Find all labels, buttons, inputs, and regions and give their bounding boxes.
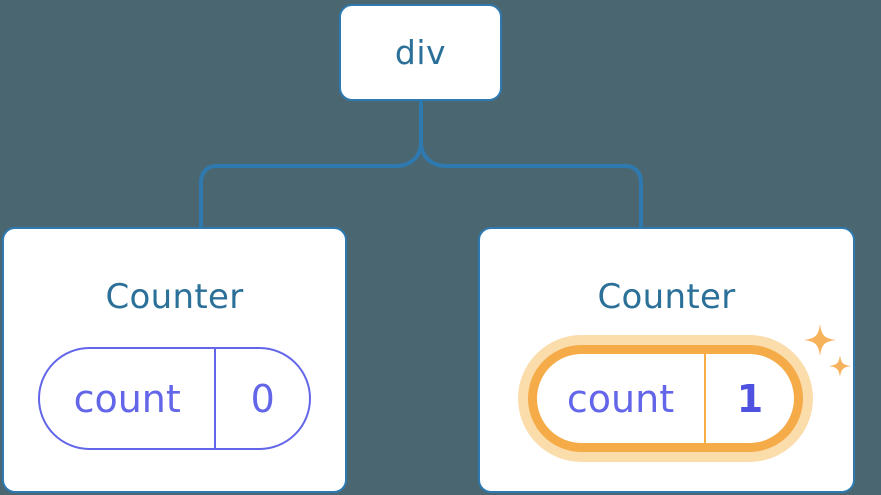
state-pill-glow: count 1: [518, 335, 813, 462]
tree-node-div[interactable]: div: [339, 4, 502, 101]
state-pill-ring: count 1: [528, 345, 803, 452]
state-pill-key: count: [73, 376, 181, 421]
state-pill-value: 1: [704, 354, 794, 443]
state-pill-count-left[interactable]: count 0: [38, 347, 311, 450]
component-card-title: Counter: [597, 277, 736, 317]
state-pill-value: 0: [214, 349, 309, 448]
state-pill-count-right-highlighted[interactable]: count 1: [518, 335, 813, 462]
component-card-title: Counter: [105, 277, 244, 317]
state-pill-key: count: [566, 376, 675, 421]
tree-node-div-label: div: [394, 33, 447, 72]
